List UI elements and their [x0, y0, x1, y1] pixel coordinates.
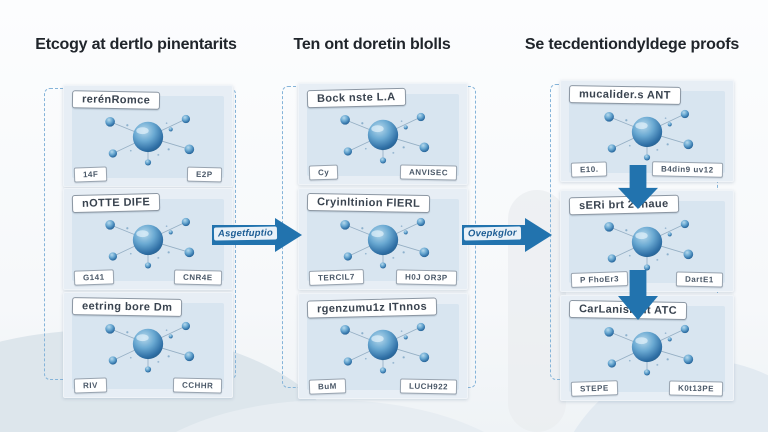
card-tags: 14F E2P — [73, 166, 223, 183]
card-tag: E10. — [570, 161, 608, 178]
card-tag: Cy — [308, 164, 339, 181]
card-tags: TERCIL7 H0J OR3P — [308, 269, 458, 286]
card-tag: LUCH922 — [399, 378, 458, 395]
card-tag: G141 — [73, 269, 114, 286]
card-title-label: eetring bore Dm — [71, 297, 183, 317]
card-tag: K0t13PE — [668, 380, 724, 397]
card-tags: BuM LUCH922 — [308, 378, 458, 395]
card-tag: 14F — [73, 166, 108, 183]
card-title-label: rerénRomce — [71, 90, 161, 110]
card-title-label: nOTTE DIFE — [71, 192, 161, 214]
card-tag: STEPE — [570, 380, 618, 397]
diagram-card: sERi brt 2 lhaue P FhoEr3 DartE1 — [560, 190, 734, 292]
card-tag: CCHHR — [172, 377, 223, 394]
diagram-card: mucalider.s ANT E10. B4din9 uv12 — [560, 80, 734, 182]
card-tags: P FhoEr3 DartE1 — [570, 271, 724, 288]
molecule-illustration — [339, 217, 430, 269]
card-tag: RIV — [73, 377, 108, 394]
card-tags: RIV CCHHR — [73, 377, 223, 394]
card-title-label: Cryinltinion FlERL — [306, 192, 431, 214]
right-arrow-col1-col2: Asgetfuptio — [212, 218, 302, 252]
card-tags: E10. B4din9 uv12 — [570, 161, 724, 178]
column-2-header: Ten ont doretin blolls — [293, 36, 451, 53]
column-1-header: Etcogy at dertlo pinentarits — [35, 36, 237, 53]
molecule-illustration — [339, 112, 430, 164]
card-tag: E2P — [187, 166, 223, 183]
diagram-card: rgenzumu1z ITnnos BuM LUCH922 — [298, 293, 468, 399]
right-arrow-head-icon — [275, 218, 302, 252]
card-tag: B4din9 uv12 — [652, 161, 724, 178]
diagram-card: CarLanislont ATC STEPE K0t13PE — [560, 295, 734, 401]
card-tag: TERCIL7 — [308, 269, 365, 286]
right-arrow-head-icon — [525, 218, 552, 252]
diagram-card: nOTTE DIFE G141 CNR4E — [63, 188, 233, 290]
arrow-label: Ovepkglor — [463, 226, 521, 241]
right-arrow-col2-col3: Ovepkglor — [462, 218, 552, 252]
card-tag: DartE1 — [676, 271, 724, 288]
molecule-illustration — [339, 322, 430, 374]
column-3-header: Se tecdentiondyldege proofs — [524, 36, 740, 53]
diagram-card: rerénRomce 14F E2P — [63, 85, 233, 187]
card-title-label: rgenzumu1z ITnnos — [306, 297, 438, 319]
diagram-card: Bock nste L.A Cy ANVISEC — [298, 83, 468, 185]
molecule-illustration — [603, 219, 694, 271]
molecule-illustration — [603, 109, 694, 161]
molecule-illustration — [104, 114, 195, 166]
card-tag: CNR4E — [174, 269, 223, 286]
molecule-illustration — [603, 324, 694, 376]
card-tags: Cy ANVISEC — [308, 164, 458, 181]
diagram-card: Cryinltinion FlERL TERCIL7 H0J OR3P — [298, 188, 468, 290]
card-tag: ANVISEC — [399, 164, 458, 181]
card-tag: H0J OR3P — [396, 269, 458, 286]
card-tag: BuM — [308, 378, 347, 395]
card-tags: STEPE K0t13PE — [570, 380, 724, 397]
card-title-label: Bock nste L.A — [306, 87, 406, 109]
arrow-label: Asgetfuptio — [213, 226, 278, 241]
card-title-label: sERi brt 2 lhaue — [568, 194, 679, 216]
card-tag: P FhoEr3 — [570, 271, 629, 288]
card-title-label: mucalider.s ANT — [568, 85, 681, 105]
card-tags: G141 CNR4E — [73, 269, 223, 286]
molecule-illustration — [104, 217, 195, 269]
molecule-illustration — [104, 321, 195, 373]
diagram-card: eetring bore Dm RIV CCHHR — [63, 292, 233, 398]
